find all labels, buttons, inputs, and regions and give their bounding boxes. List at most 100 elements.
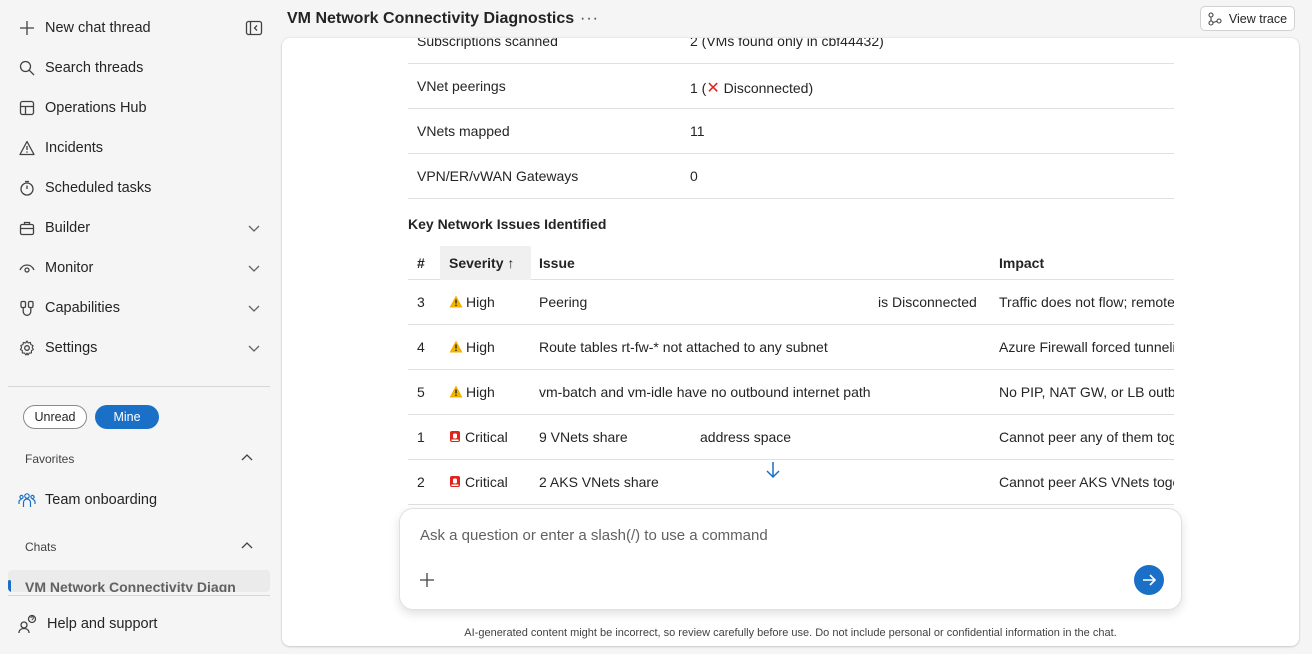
collapse-sidebar-icon[interactable] [245, 19, 265, 39]
severity-label: Critical [465, 429, 508, 445]
chats-label: Chats [25, 540, 57, 554]
chat-input[interactable] [420, 527, 1120, 544]
sidebar-divider [8, 386, 270, 387]
nav-label: Incidents [45, 140, 104, 156]
row-issue: 2 AKS VNets share [539, 474, 659, 490]
col-issue-header: Issue [539, 255, 575, 271]
value-prefix: 1 ( [690, 80, 707, 96]
row-issue-tail: address space [700, 429, 792, 445]
col-num-header: # [417, 255, 425, 271]
filter-mine-button[interactable]: Mine [95, 405, 159, 429]
help-and-support-button[interactable]: Help and support [18, 614, 157, 634]
sidebar-item-capabilities[interactable]: Capabilities [8, 290, 270, 326]
summary-value: 11 [690, 123, 705, 139]
row-severity: Critical [449, 429, 508, 445]
col-severity-header[interactable]: Severity ↑ [449, 255, 515, 271]
severity-label: Critical [465, 474, 508, 490]
row-impact: Azure Firewall forced tunneli [999, 339, 1174, 355]
summary-key: VPN/ER/vWAN Gateways [417, 168, 579, 184]
chevron-down-icon [246, 300, 262, 316]
summary-row: VNet peerings 1 (✕ Disconnected) [408, 64, 1174, 109]
nav-label: Team onboarding [45, 492, 158, 508]
view-trace-button[interactable]: View trace [1200, 6, 1295, 31]
col-impact-header: Impact [999, 255, 1045, 271]
value-suffix: Disconnected) [719, 80, 814, 96]
row-num: 4 [417, 339, 425, 355]
summary-value: 0 [690, 168, 698, 184]
chevron-up-icon[interactable] [239, 450, 255, 466]
favorite-item-team-onboarding[interactable]: Team onboarding [8, 482, 270, 518]
active-indicator [8, 580, 11, 592]
row-num: 5 [417, 384, 425, 400]
trace-icon [1208, 11, 1222, 26]
nav-label: Settings [45, 340, 98, 356]
sidebar-item-operations-hub[interactable]: Operations Hub [8, 90, 270, 126]
table-row: 2 Critical 2 AKS VNets share Cannot peer… [408, 460, 1174, 505]
row-impact: Traffic does not flow; remote [999, 294, 1174, 310]
summary-key: VNet peerings [417, 78, 506, 94]
warning-icon [449, 385, 463, 398]
add-attachment-icon[interactable] [418, 571, 436, 589]
timer-icon [18, 179, 36, 197]
row-num: 1 [417, 429, 425, 445]
scroll-down-arrow-icon[interactable] [764, 460, 782, 480]
row-impact: Cannot peer any of them tog [999, 429, 1174, 445]
row-num: 2 [417, 474, 425, 490]
chat-item-label: VM Network Connectivity Diagn [25, 579, 236, 592]
row-severity: High [449, 384, 495, 400]
sidebar-item-builder[interactable]: Builder [8, 210, 270, 246]
sidebar-item-incidents[interactable]: Incidents [8, 130, 270, 166]
row-issue: Route tables rt-fw-* not attached to any… [539, 339, 828, 355]
sidebar-divider [8, 595, 270, 596]
sidebar-item-scheduled-tasks[interactable]: Scheduled tasks [8, 170, 270, 206]
help-label: Help and support [47, 616, 158, 632]
send-button[interactable] [1134, 565, 1164, 595]
sidebar-item-settings[interactable]: Settings [8, 330, 270, 366]
warning-icon [449, 295, 463, 308]
row-issue-tail: is Disconnected [878, 294, 977, 310]
severity-label: High [466, 339, 495, 355]
table-row: 5 High vm-batch and vm-idle have no outb… [408, 370, 1174, 415]
nav-label: Scheduled tasks [45, 180, 152, 196]
table-row: 3 High Peering is Disconnected Traffic d… [408, 280, 1174, 325]
nav-label: Monitor [45, 260, 94, 276]
message-composer [399, 508, 1182, 610]
ai-disclaimer: AI-generated content might be incorrect,… [464, 627, 1117, 639]
severity-sort-header[interactable] [440, 246, 531, 280]
nav-label: Builder [45, 220, 91, 236]
sidebar-item-monitor[interactable]: Monitor [8, 250, 270, 286]
row-num: 3 [417, 294, 425, 310]
row-impact: Cannot peer AKS VNets toge [999, 474, 1174, 490]
table-row: 1 Critical 9 VNets share address space C… [408, 415, 1174, 460]
row-issue: vm-batch and vm-idle have no outbound in… [539, 384, 871, 400]
chevron-down-icon [246, 340, 262, 356]
chevron-down-icon [246, 260, 262, 276]
filter-unread-button[interactable]: Unread [23, 405, 87, 429]
sidebar: New chat thread Search threads Operation… [0, 0, 280, 654]
nav-label: Operations Hub [45, 100, 147, 116]
chevron-down-icon [246, 220, 262, 236]
warning-icon [18, 139, 36, 157]
summary-row: VPN/ER/vWAN Gateways 0 [408, 154, 1174, 199]
row-issue: 9 VNets share [539, 429, 628, 445]
nav-label: Search threads [45, 60, 144, 76]
chevron-up-icon[interactable] [239, 538, 255, 554]
search-threads-button[interactable]: Search threads [8, 50, 270, 86]
gear-icon [18, 339, 36, 357]
summary-row: Subscriptions scanned 2 (VMs found only … [408, 38, 1174, 64]
severity-label: High [466, 294, 495, 310]
active-chat-item[interactable]: VM Network Connectivity Diagn [8, 570, 270, 592]
severity-label: High [466, 384, 495, 400]
page-title: VM Network Connectivity Diagnostics [287, 10, 575, 27]
favorites-label: Favorites [25, 452, 75, 466]
row-severity: High [449, 339, 495, 355]
more-options-button[interactable]: ··· [580, 10, 599, 27]
new-chat-thread-button[interactable]: New chat thread [8, 10, 270, 46]
arrow-right-icon [1143, 574, 1157, 586]
toolbox-icon [18, 219, 36, 237]
error-x-icon: ✕ [706, 80, 720, 97]
summary-key: VNets mapped [417, 123, 510, 139]
issues-heading: Key Network Issues Identified [408, 216, 607, 232]
grid-icon [18, 99, 36, 117]
